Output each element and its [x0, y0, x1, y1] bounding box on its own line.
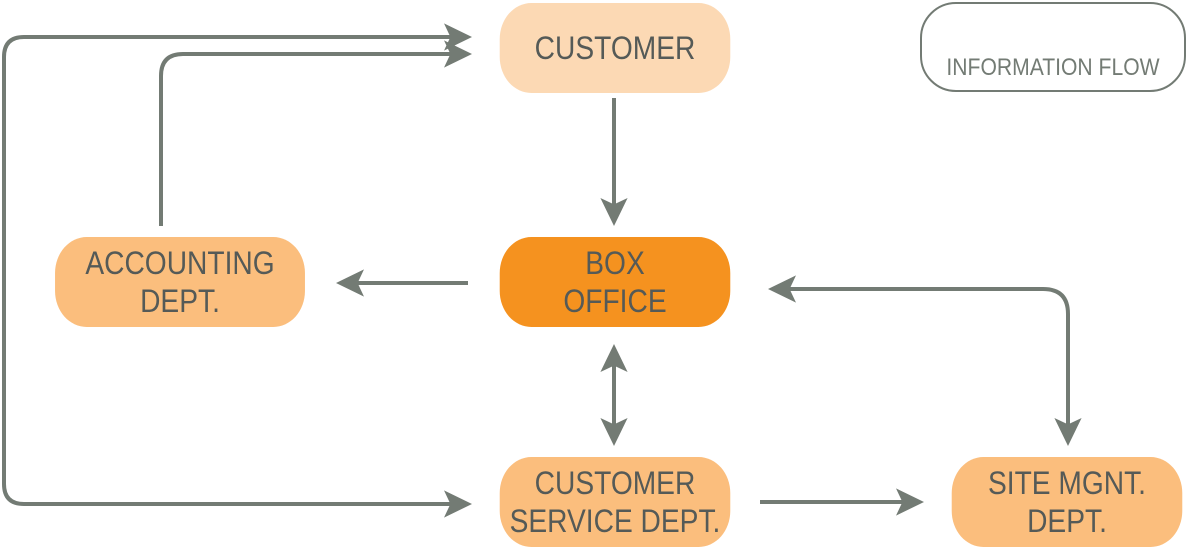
- arrow-customer-service-to-customer: [2, 23, 472, 518]
- node-box-office: BOX OFFICE: [499, 237, 731, 327]
- node-customer-service-dept-label: CUSTOMER SERVICE DEPT.: [509, 465, 721, 539]
- node-box-office-label: BOX OFFICE: [563, 245, 667, 319]
- legend-box: INFORMATION FLOW: [920, 2, 1186, 92]
- node-accounting-dept-label: ACCOUNTING DEPT.: [85, 245, 275, 319]
- node-site-mgnt-dept: SITE MGNT. DEPT.: [951, 457, 1183, 547]
- arrow-accounting-to-customer: [159, 40, 472, 226]
- node-accounting-dept: ACCOUNTING DEPT.: [55, 237, 305, 327]
- legend-label: INFORMATION FLOW: [946, 54, 1160, 81]
- arrow-box-office-site-mgnt: [768, 275, 1082, 446]
- node-customer-label: CUSTOMER: [534, 30, 696, 66]
- node-customer-service-dept: CUSTOMER SERVICE DEPT.: [499, 457, 731, 547]
- node-site-mgnt-dept-label: SITE MGNT. DEPT.: [987, 465, 1147, 539]
- node-customer: CUSTOMER: [499, 3, 731, 93]
